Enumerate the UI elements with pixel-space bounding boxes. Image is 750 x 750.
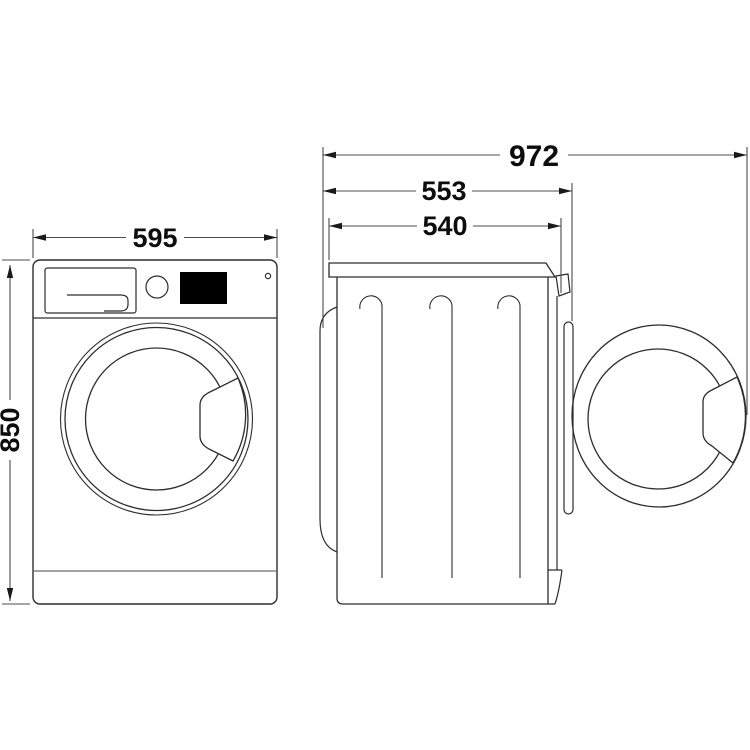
side-view [319,262,574,605]
detergent-drawer [44,267,137,314]
door-rim [64,326,249,512]
dim-label-front-width: 595 [132,223,177,253]
dim-labels: 595 850 972 553 540 [0,140,559,453]
dim-label-depth-door-open: 972 [509,140,559,173]
top-lid [328,262,557,278]
front-body-outline [32,259,278,605]
ext-lines-depth-door-open [322,147,748,415]
dim-label-backgrounds [0,140,568,460]
panel-groove-1 [359,295,383,578]
ext-ticks-height [2,259,30,605]
open-door-view [571,324,747,508]
front-view [32,259,278,605]
dim-label-depth-overall: 553 [421,176,466,206]
program-knob [145,275,169,299]
ext-lines-front-width [32,229,278,258]
rear-bulge [319,306,338,553]
dim-arrowheads [6,151,747,601]
side-body-left-bottom [336,277,555,605]
door-outer-ring [59,322,254,516]
hinge-bracket [555,273,571,297]
dim-label-depth-body: 540 [422,211,467,241]
dimension-annotations: 595 850 972 553 540 [0,140,748,605]
display-screen [180,272,227,304]
side-rear-skin [548,296,563,605]
closed-door-edge-strip [563,321,574,515]
panel-groove-2 [429,295,453,578]
panel-groove-3 [497,295,521,578]
door-handle-pocket [199,377,247,462]
dim-label-height: 850 [0,407,25,452]
indicator-dot [264,272,272,280]
drawer-handle [67,294,129,312]
ext-lines-depth-body [328,218,562,293]
open-door-handle-pocket [702,376,747,464]
